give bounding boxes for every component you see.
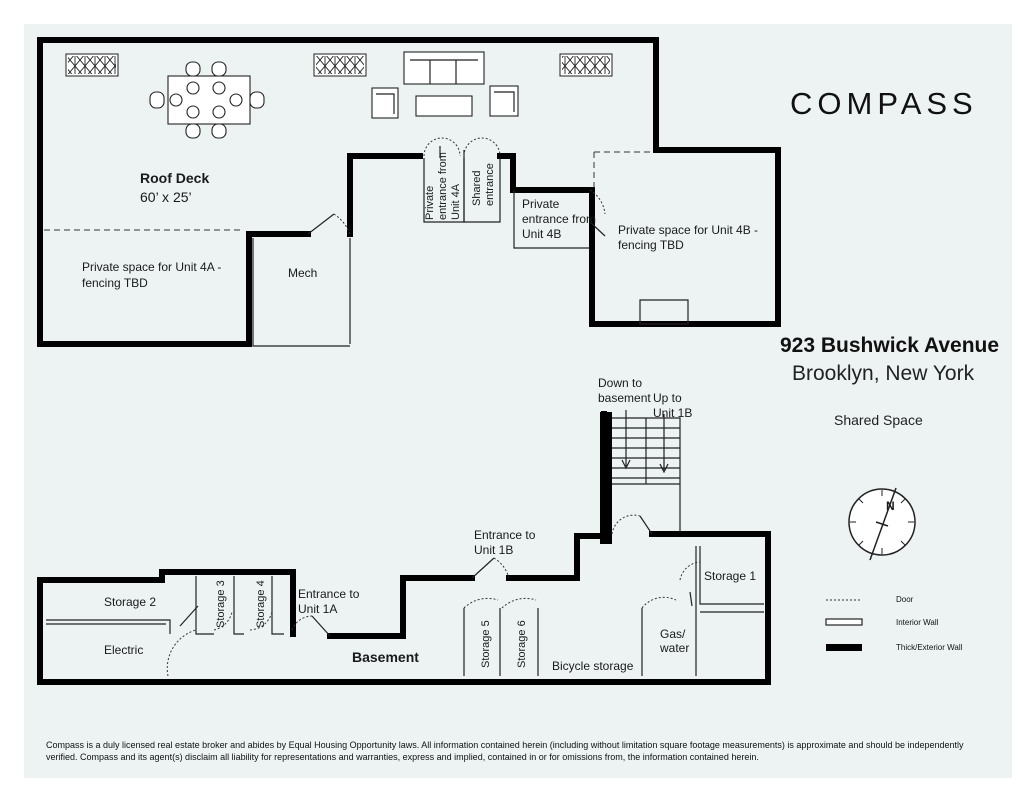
- entrance-1a-line2: Unit 1A: [298, 602, 337, 616]
- legend-exterior-wall-swatch: [826, 644, 862, 651]
- electric-room-label: Electric: [104, 643, 143, 657]
- storage-1-label: Storage 1: [704, 569, 756, 583]
- basement-doors: [166, 514, 701, 677]
- stairs-up-line2: Unit 1B: [653, 406, 692, 420]
- north-arrow-compass: N: [848, 487, 916, 561]
- basement-label: Basement: [352, 649, 419, 665]
- legend-interior-wall-label: Interior Wall: [896, 618, 939, 627]
- dining-table-set: [149, 61, 265, 139]
- private-space-4a-line1: Private space for Unit 4A -: [82, 260, 221, 274]
- stairs: [600, 410, 681, 544]
- private-entrance-4a-line1: Private: [424, 186, 436, 220]
- legend-interior-wall-swatch: [825, 618, 863, 626]
- compass-logo: COMPASS: [790, 86, 978, 121]
- storage-2-label: Storage 2: [104, 595, 156, 609]
- plan-subtitle: Shared Space: [834, 412, 923, 428]
- floor-plan-sheet: [24, 24, 1012, 778]
- entrance-1a-line1: Entrance to: [298, 587, 360, 601]
- address-city: Brooklyn, New York: [792, 362, 975, 385]
- private-entrance-4b-line3: Unit 4B: [522, 227, 561, 241]
- bicycle-storage-label: Bicycle storage: [552, 659, 634, 673]
- lounge-furniture: [371, 51, 519, 119]
- private-space-4a-line2: fencing TBD: [82, 276, 148, 290]
- roof-planters: [65, 53, 613, 77]
- stairs-down-line1: Down to: [598, 376, 642, 390]
- private-space-4b-line2: fencing TBD: [618, 238, 684, 252]
- private-entrance-4b-line2: entrance from: [522, 212, 596, 226]
- private-entrance-4a-line2: entrance from: [437, 152, 449, 220]
- compass-north-letter: N: [886, 499, 895, 513]
- storage-6-label: Storage 6: [516, 620, 528, 668]
- gas-water-line2: water: [659, 641, 689, 655]
- stairs-up-line1: Up to: [653, 391, 682, 405]
- stairs-down-line2: basement: [598, 391, 651, 405]
- roof-interior-walls: [252, 150, 689, 347]
- legend: [825, 599, 863, 651]
- mech-room-label: Mech: [288, 266, 317, 280]
- shared-entrance-line1: Shared: [471, 171, 483, 206]
- private-space-4b-line1: Private space for Unit 4B -: [618, 223, 758, 237]
- legend-exterior-wall-label: Thick/Exterior Wall: [896, 643, 963, 652]
- legal-disclaimer: Compass is a duly licensed real estate b…: [46, 740, 964, 762]
- private-entrance-4a-line3: Unit 4A: [450, 183, 462, 220]
- roof-deck-label: Roof Deck: [140, 170, 209, 186]
- storage-3-label: Storage 3: [215, 580, 227, 628]
- basement-interior-walls: [46, 546, 764, 676]
- storage-5-label: Storage 5: [480, 620, 492, 668]
- roof-deck-dimensions: 60’ x 25’: [140, 189, 192, 205]
- shared-entrance-line2: entrance: [484, 163, 496, 206]
- private-entrance-4b-line1: Private: [522, 197, 560, 211]
- room-labels: Roof Deck 60’ x 25’ Private space for Un…: [82, 152, 758, 673]
- address-street: 923 Bushwick Avenue: [780, 334, 1000, 357]
- roof-doors: [307, 137, 606, 237]
- entrance-1b-line1: Entrance to: [474, 528, 536, 542]
- basement-exterior-walls: [37, 411, 771, 685]
- legend-door-label: Door: [896, 595, 914, 604]
- gas-water-line1: Gas/: [660, 627, 686, 641]
- entrance-1b-line2: Unit 1B: [474, 543, 513, 557]
- storage-4-label: Storage 4: [255, 580, 267, 628]
